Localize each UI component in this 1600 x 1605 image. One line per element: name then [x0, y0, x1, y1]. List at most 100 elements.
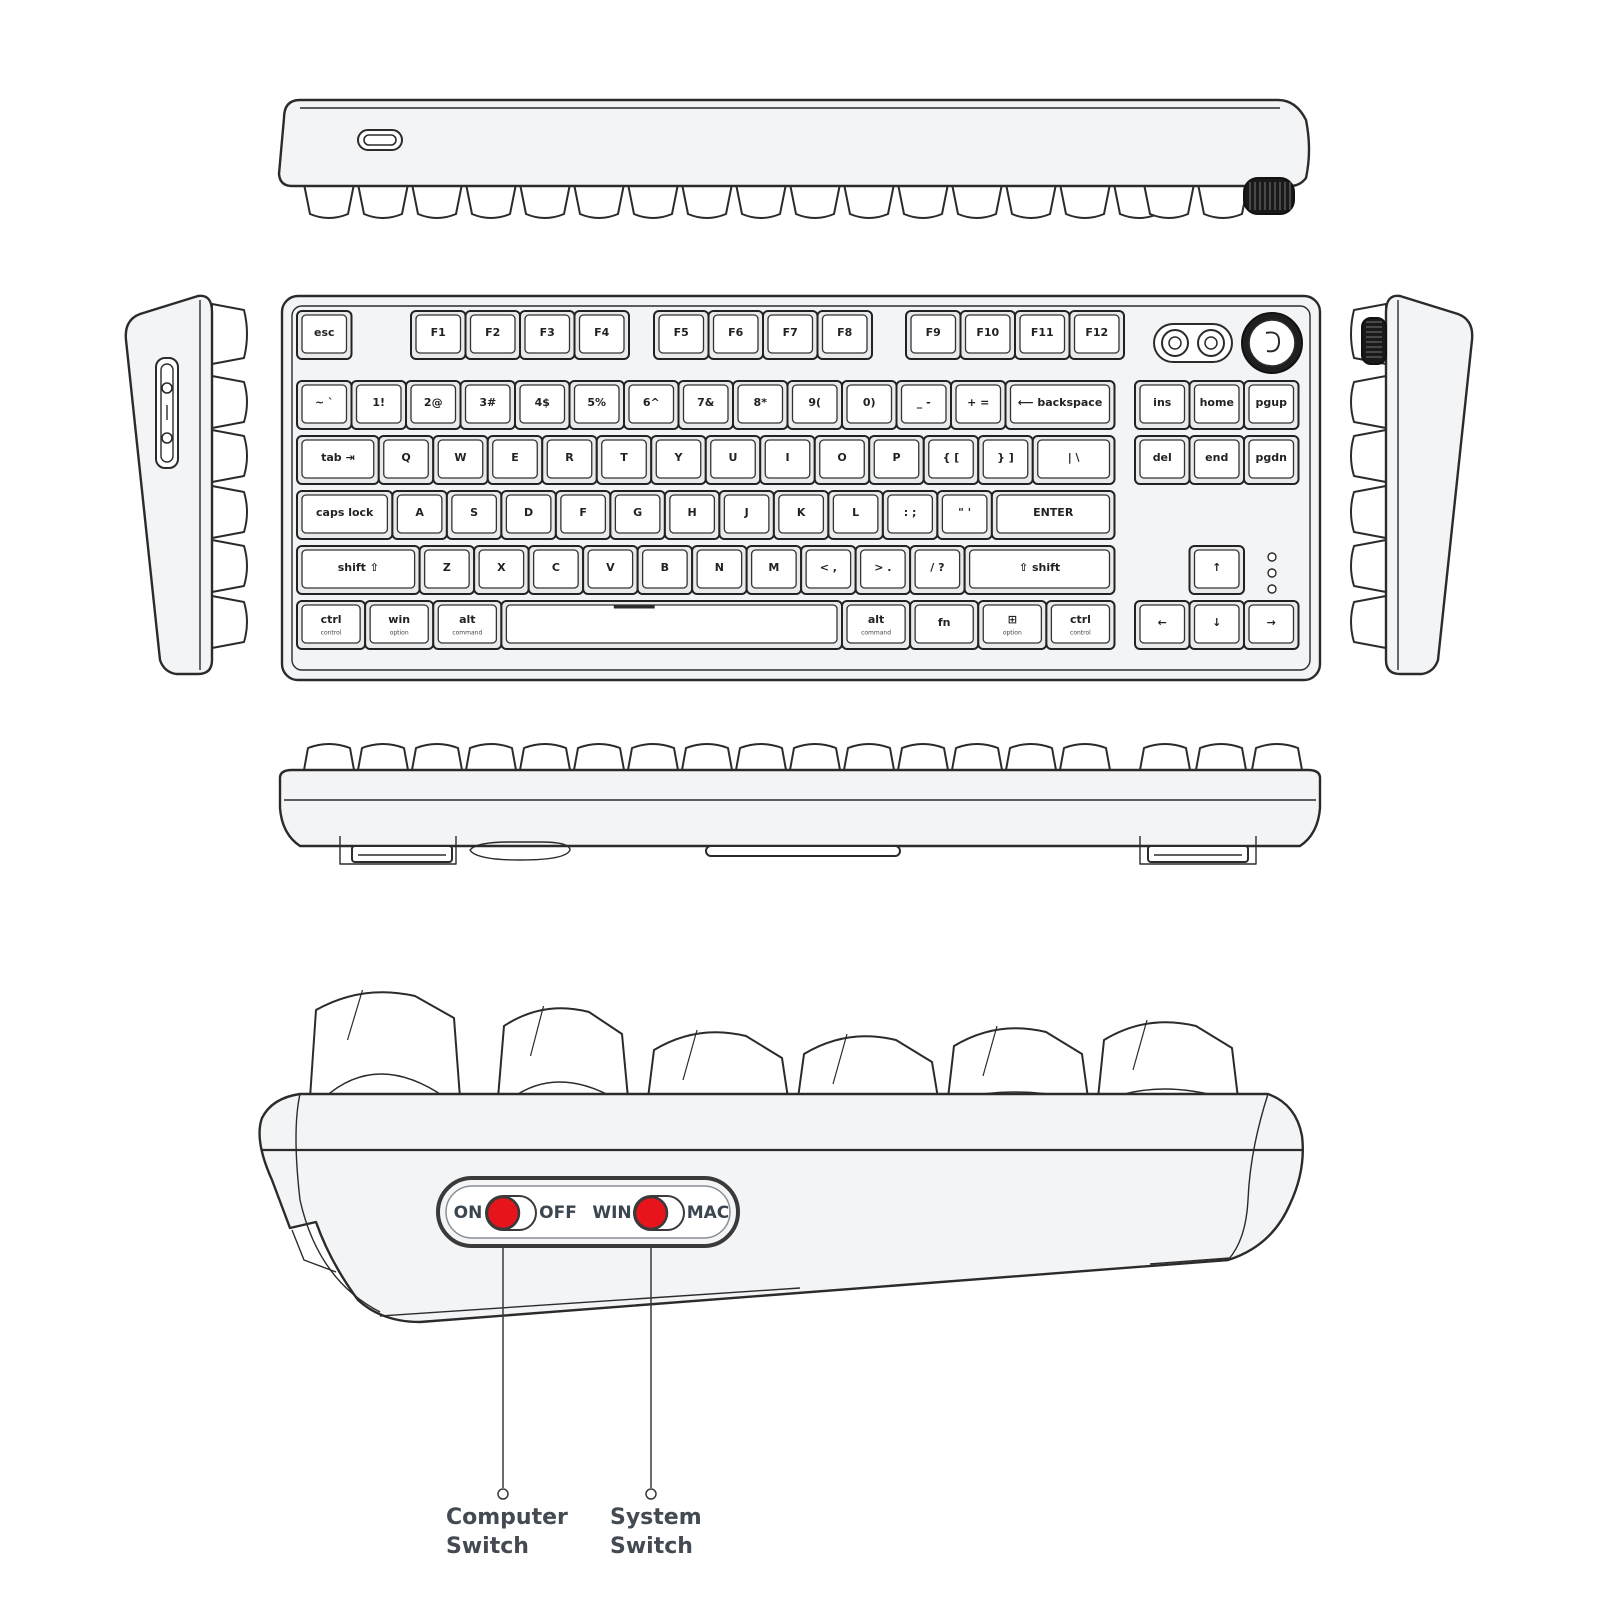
key-u[interactable]: U	[704, 435, 762, 485]
key-5[interactable]: 5%	[568, 380, 625, 430]
key-label: 3#	[479, 396, 496, 409]
key-f1[interactable]: F1	[410, 310, 467, 360]
key-n[interactable]: N	[691, 545, 748, 595]
key-f[interactable]: F	[554, 490, 612, 540]
key-label: ENTER	[1033, 506, 1074, 519]
key-f6[interactable]: F6	[707, 310, 764, 360]
system-switch-knob[interactable]	[633, 1195, 669, 1231]
key-l[interactable]: L	[827, 490, 884, 540]
key-q[interactable]: Q	[377, 435, 435, 485]
key-w[interactable]: W	[432, 435, 489, 485]
key-blank[interactable]: " '	[936, 490, 993, 540]
key-blank[interactable]: + =	[950, 380, 1007, 430]
key-p[interactable]: P	[868, 435, 925, 485]
key-f8[interactable]: F8	[816, 310, 873, 360]
key-blank[interactable]: _ -	[895, 380, 952, 430]
keycap-profile	[1005, 183, 1057, 219]
key-e[interactable]: E	[486, 435, 544, 485]
key-9[interactable]: 9(	[786, 380, 843, 430]
key-blank[interactable]: : ;	[881, 490, 939, 540]
key-ins[interactable]: ins	[1134, 380, 1191, 430]
key-g[interactable]: G	[609, 490, 666, 540]
key-blank[interactable]: < ,	[800, 545, 857, 595]
key-0[interactable]: 0)	[841, 380, 898, 430]
key-end[interactable]: end	[1188, 435, 1245, 485]
key-f10[interactable]: F10	[959, 310, 1016, 360]
key-f2[interactable]: F2	[464, 310, 521, 360]
key-h[interactable]: H	[663, 490, 721, 540]
key-label: / ?	[930, 561, 944, 574]
key-label: 1!	[372, 396, 385, 409]
key-arrow-left[interactable]: ←	[1134, 600, 1191, 650]
key-r[interactable]: R	[541, 435, 598, 485]
system-switch[interactable]	[633, 1195, 685, 1231]
key-y[interactable]: Y	[650, 435, 707, 485]
key-enter[interactable]: ENTER	[990, 490, 1116, 540]
key-j[interactable]: J	[718, 490, 775, 540]
key-blank[interactable]: > .	[854, 545, 912, 595]
key-c[interactable]: C	[527, 545, 585, 595]
key-f9[interactable]: F9	[905, 310, 962, 360]
key-b[interactable]: B	[636, 545, 694, 595]
key-blank[interactable]: { [	[922, 435, 980, 485]
key-pgdn[interactable]: pgdn	[1243, 435, 1300, 485]
key-i[interactable]: I	[759, 435, 816, 485]
key-fn[interactable]: fn	[909, 600, 980, 650]
key-backslash[interactable]: | \	[1031, 435, 1116, 485]
key-o[interactable]: O	[813, 435, 871, 485]
keycap-profile	[1350, 539, 1387, 593]
key-6[interactable]: 6^	[623, 380, 680, 430]
key-z[interactable]: Z	[418, 545, 476, 595]
key-right-shift[interactable]: ⇧ shift	[963, 545, 1116, 595]
key-d[interactable]: D	[500, 490, 557, 540]
key-del[interactable]: del	[1134, 435, 1191, 485]
key-arrow-up[interactable]: ↑	[1188, 545, 1245, 595]
key-f7[interactable]: F7	[762, 310, 819, 360]
key-s[interactable]: S	[445, 490, 503, 540]
key-k[interactable]: K	[772, 490, 830, 540]
key-arrow-right[interactable]: →	[1243, 600, 1300, 650]
key-f3[interactable]: F3	[519, 310, 576, 360]
key-home[interactable]: home	[1188, 380, 1245, 430]
computer-switch-knob[interactable]	[485, 1195, 521, 1231]
key-pgup[interactable]: pgup	[1243, 380, 1300, 430]
key-4[interactable]: 4$	[514, 380, 571, 430]
computer-switch[interactable]	[485, 1195, 537, 1231]
key-sublabel: option	[1003, 630, 1022, 637]
key-menu[interactable]: ⊞option	[977, 600, 1048, 650]
key-8[interactable]: 8*	[732, 380, 789, 430]
keycap-profile	[465, 743, 517, 771]
key-caps-lock[interactable]: caps lock	[296, 490, 394, 540]
key-7[interactable]: 7&	[677, 380, 734, 430]
key-1[interactable]: 1!	[350, 380, 407, 430]
key-space[interactable]	[500, 600, 843, 650]
key-t[interactable]: T	[595, 435, 653, 485]
key-tab[interactable]: tab ⇥	[296, 435, 380, 485]
volume-knob-top[interactable]	[1241, 312, 1303, 374]
key-2[interactable]: 2@	[405, 380, 462, 430]
key-label: P	[892, 451, 900, 464]
key-label: ins	[1153, 396, 1172, 409]
key-m[interactable]: M	[745, 545, 803, 595]
key-left-shift[interactable]: shift ⇧	[296, 545, 421, 595]
key-backspace[interactable]: ⟵ backspace	[1004, 380, 1116, 430]
key-blank[interactable]: / ?	[909, 545, 966, 595]
key-arrow-down[interactable]: ↓	[1188, 600, 1245, 650]
key-f11[interactable]: F11	[1014, 310, 1071, 360]
key-label: pgup	[1256, 396, 1288, 409]
key-f12[interactable]: F12	[1068, 310, 1125, 360]
key-v[interactable]: V	[582, 545, 639, 595]
key-a[interactable]: A	[391, 490, 448, 540]
key-esc[interactable]: esc	[296, 310, 353, 360]
key-x[interactable]: X	[473, 545, 530, 595]
key-f5[interactable]: F5	[653, 310, 710, 360]
key-3[interactable]: 3#	[459, 380, 516, 430]
key-blank[interactable]: } ]	[977, 435, 1034, 485]
key-blank[interactable]: ~ `	[296, 380, 353, 430]
key-f4[interactable]: F4	[573, 310, 630, 360]
